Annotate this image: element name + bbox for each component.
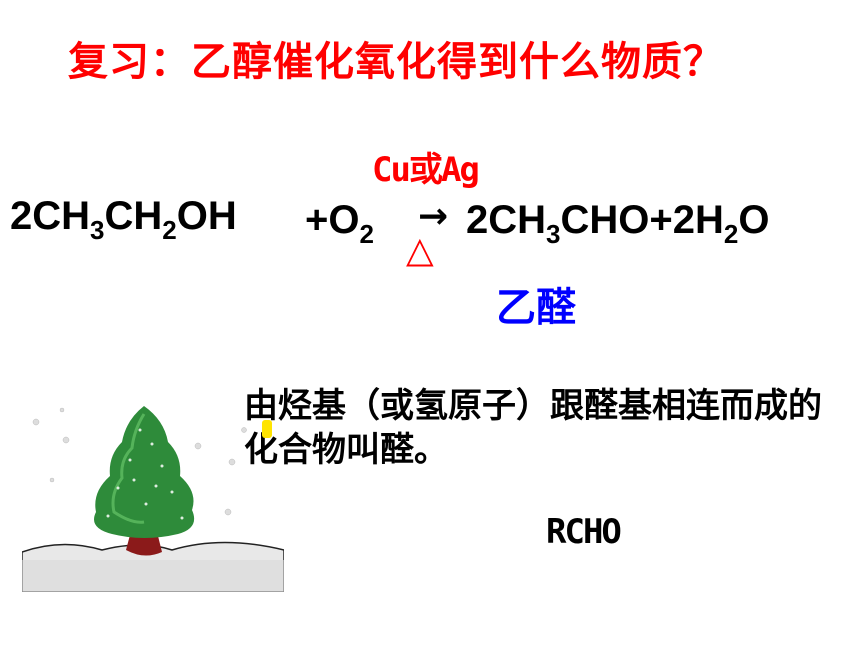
- eq-subscript: 2: [723, 219, 739, 249]
- eq-part: +O: [305, 198, 360, 242]
- slide-title: 复习：乙醇催化氧化得到什么物质？: [68, 39, 724, 85]
- eq-part: O: [738, 198, 770, 242]
- reaction-arrow: →: [418, 196, 449, 237]
- product-name-label: 乙醛: [496, 285, 576, 331]
- eq-part: 2CH: [10, 194, 91, 238]
- highlight-marker: [262, 420, 272, 438]
- equation-reactant-ethanol: 2CH3CH2OH: [10, 194, 237, 246]
- snowy-pine-tree-icon: [22, 406, 284, 592]
- eq-part: CHO+2H: [560, 198, 724, 242]
- eq-subscript: 2: [162, 215, 177, 245]
- eq-subscript: 2: [359, 219, 374, 249]
- equation-reactant-oxygen: +O2: [305, 198, 374, 250]
- eq-subscript: 3: [546, 219, 561, 249]
- eq-part: CH: [104, 194, 163, 238]
- aldehyde-definition: 由烃基（或氢原子）跟醛基相连而成的化合物叫醛。: [244, 386, 822, 470]
- heat-symbol-icon: △: [406, 230, 434, 271]
- eq-part: OH: [176, 194, 237, 238]
- catalyst-label: Cu或Ag: [372, 150, 480, 190]
- eq-subscript: 3: [90, 215, 105, 245]
- general-formula: RCHO: [546, 512, 622, 552]
- eq-part: 2CH: [466, 198, 547, 242]
- equation-products: 2CH3CHO+2H2O: [466, 198, 769, 250]
